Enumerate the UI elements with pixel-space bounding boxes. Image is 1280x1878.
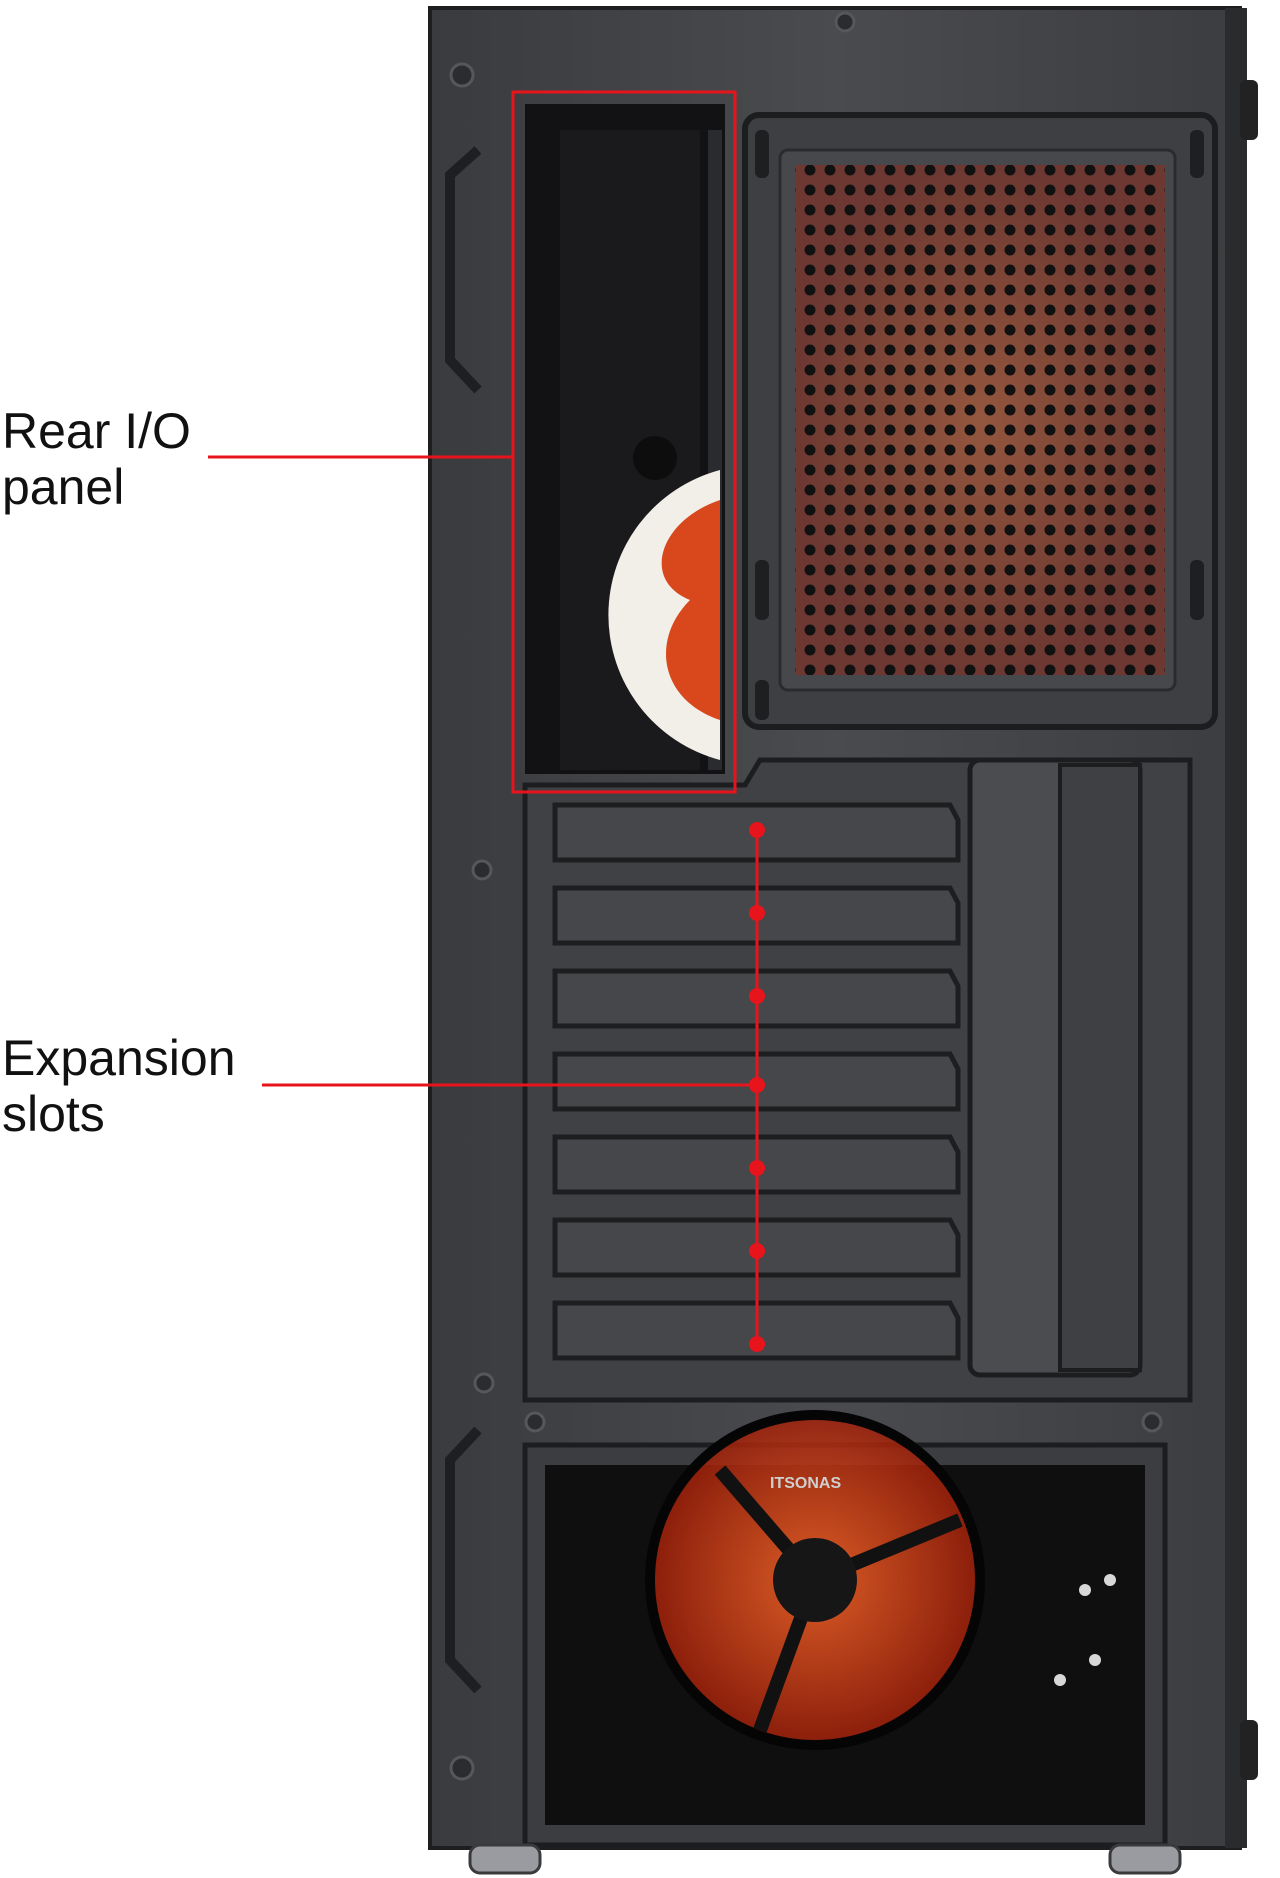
expansion-callout-line2: slots: [2, 1086, 105, 1142]
slot-marker: [749, 1243, 765, 1259]
expansion-slot-markers: [749, 822, 765, 1352]
slot-marker: [749, 988, 765, 1004]
side-handles: [445, 146, 482, 1694]
rear-io-callout-line1: Rear I/O: [2, 403, 191, 459]
expansion-slot-panel: [522, 757, 1193, 1403]
expansion-callout: Expansion slots: [2, 1030, 236, 1142]
rear-io-callout: Rear I/O panel: [2, 403, 191, 515]
psu-bay: ITSONAS: [522, 1410, 1168, 1848]
fan-brand-label: ITSONAS: [770, 1475, 841, 1492]
case-feet: [468, 1843, 1182, 1875]
expansion-callout-line1: Expansion: [2, 1030, 236, 1086]
slot-marker: [749, 1160, 765, 1176]
rear-io-highlight-box: [511, 90, 737, 794]
top-vent: [742, 112, 1218, 730]
rear-io-opening: [525, 104, 725, 774]
rear-io-callout-line2: panel: [2, 459, 125, 515]
slot-marker: [749, 822, 765, 838]
slot-marker: [749, 1336, 765, 1352]
expansion-slot-covers: [552, 802, 961, 1361]
slot-marker: [749, 905, 765, 921]
slot-marker: [749, 1077, 765, 1093]
